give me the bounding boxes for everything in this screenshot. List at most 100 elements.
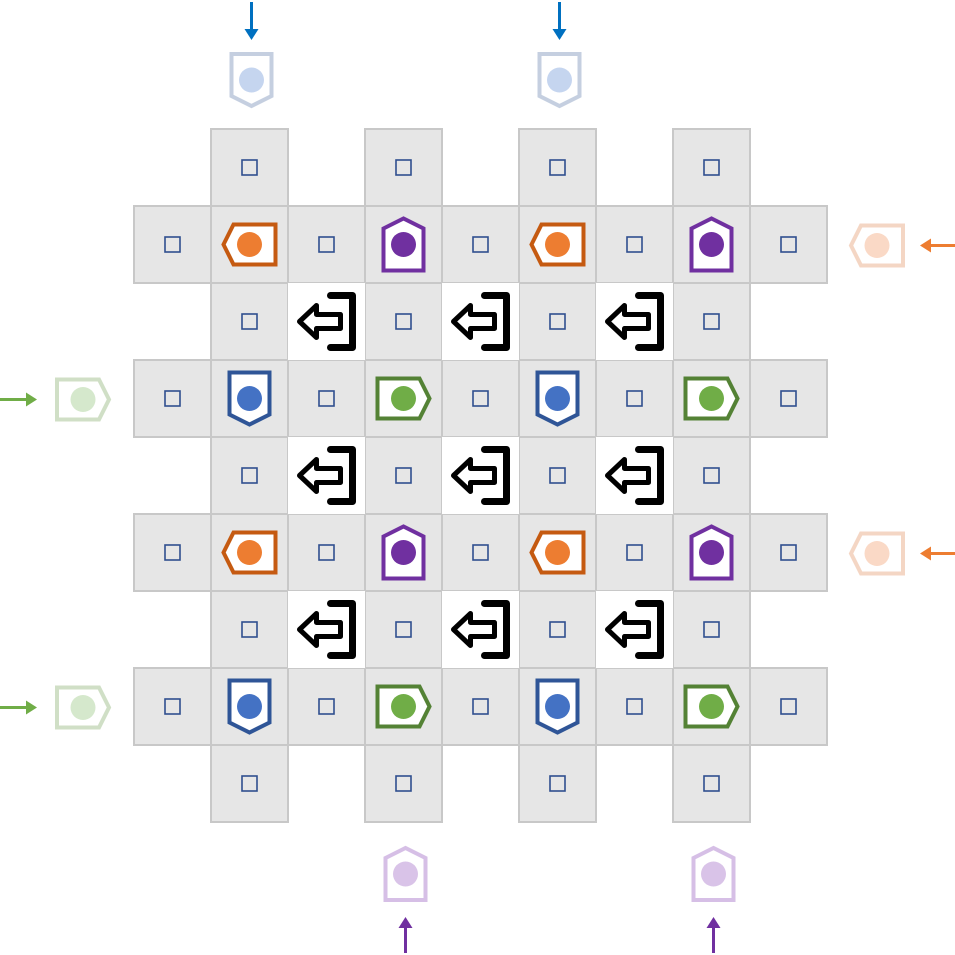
tag-dot xyxy=(864,541,890,566)
arrow-head xyxy=(244,29,259,40)
tag-dot xyxy=(239,67,264,93)
entry-arrow-icon xyxy=(706,917,721,953)
cell-marker-icon xyxy=(549,775,566,792)
purple-tag-up-icon xyxy=(381,216,426,273)
exit-bracket xyxy=(481,292,510,351)
board-cell xyxy=(672,282,751,361)
exit-bracket xyxy=(635,292,664,351)
tag-dot xyxy=(391,540,416,565)
cell-marker-icon xyxy=(395,467,412,484)
orange-tag-left-icon xyxy=(221,222,278,267)
green-tag-right-icon xyxy=(375,684,432,729)
blue-tag-down-icon xyxy=(227,370,272,427)
exit-bracket xyxy=(481,600,510,659)
tag-dot xyxy=(237,540,262,565)
board-cell xyxy=(518,436,597,515)
exit-icon xyxy=(442,283,519,360)
exit-icon xyxy=(442,591,519,668)
board-cell xyxy=(210,744,289,823)
entry-right-tag-icon xyxy=(848,531,905,576)
board-cell xyxy=(749,513,828,592)
board-cells xyxy=(133,128,828,823)
tag-dot xyxy=(545,540,570,565)
entry-arrow-icon xyxy=(0,392,37,407)
orange-tag-left-icon xyxy=(529,530,586,575)
board-cell xyxy=(364,744,443,823)
cell-marker-icon xyxy=(549,621,566,638)
tag-dot xyxy=(547,67,572,93)
board-cell xyxy=(364,436,443,515)
tag-dot xyxy=(393,861,418,887)
entry-arrow-icon xyxy=(552,2,567,40)
cell-marker-icon xyxy=(241,313,258,330)
board-cell xyxy=(210,590,289,669)
entry-top-tag-icon xyxy=(537,52,582,109)
board-cell xyxy=(518,128,597,207)
board-cell xyxy=(518,744,597,823)
tag-dot xyxy=(699,540,724,565)
board-cell xyxy=(672,128,751,207)
exit-bracket xyxy=(327,446,356,505)
tag-dot xyxy=(70,387,96,412)
tag-dot xyxy=(237,386,262,411)
entry-top-tag-icon xyxy=(229,52,274,109)
arrow-head xyxy=(920,238,931,253)
cell-marker-icon xyxy=(241,621,258,638)
cell-marker-icon xyxy=(318,698,335,715)
exit-bracket xyxy=(327,292,356,351)
cell-marker-icon xyxy=(241,159,258,176)
tag-dot xyxy=(70,695,96,720)
orange-tag-left-icon xyxy=(221,530,278,575)
exit-icon xyxy=(288,591,365,668)
board-cell xyxy=(518,282,597,361)
tag-dot xyxy=(391,694,416,719)
cell-marker-icon xyxy=(549,313,566,330)
cell-marker-icon xyxy=(395,775,412,792)
tag-dot xyxy=(699,386,724,411)
tag-dot xyxy=(237,232,262,257)
board-cell xyxy=(749,667,828,746)
board-pieces xyxy=(221,216,740,735)
tag-dot xyxy=(701,861,726,887)
arrow-head xyxy=(706,917,721,928)
board-cell xyxy=(441,513,520,592)
cell-marker-icon xyxy=(395,621,412,638)
cell-marker-icon xyxy=(703,159,720,176)
cell-marker-icon xyxy=(472,544,489,561)
blue-tag-down-icon xyxy=(535,370,580,427)
arrow-head xyxy=(26,700,37,715)
blue-tag-down-icon xyxy=(535,678,580,735)
entry-arrow-icon xyxy=(244,2,259,40)
entry-left-tag-icon xyxy=(55,685,112,730)
entry-bottom-tag-icon xyxy=(691,845,736,902)
exit-icon xyxy=(442,437,519,514)
cell-marker-icon xyxy=(549,467,566,484)
cell-marker-icon xyxy=(780,390,797,407)
green-tag-right-icon xyxy=(683,684,740,729)
green-tag-right-icon xyxy=(375,376,432,421)
cell-marker-icon xyxy=(241,775,258,792)
exit-bracket xyxy=(635,446,664,505)
exit-cells xyxy=(288,283,673,668)
board-cell xyxy=(672,590,751,669)
board-cell xyxy=(595,513,674,592)
cell-marker-icon xyxy=(703,467,720,484)
exit-bracket xyxy=(635,600,664,659)
cell-marker-icon xyxy=(395,159,412,176)
board-cell xyxy=(364,282,443,361)
board-cell xyxy=(287,205,366,284)
cell-marker-icon xyxy=(472,698,489,715)
cell-marker-icon xyxy=(164,390,181,407)
cell-marker-icon xyxy=(626,390,643,407)
purple-tag-up-icon xyxy=(689,524,734,581)
board-cell xyxy=(595,359,674,438)
cell-marker-icon xyxy=(780,236,797,253)
board-cell xyxy=(287,359,366,438)
arrow-head xyxy=(920,546,931,561)
tag-dot xyxy=(699,232,724,257)
entry-arrow-icon xyxy=(920,546,955,561)
board-cell xyxy=(210,128,289,207)
cell-marker-icon xyxy=(626,236,643,253)
green-tag-right-icon xyxy=(683,376,740,421)
